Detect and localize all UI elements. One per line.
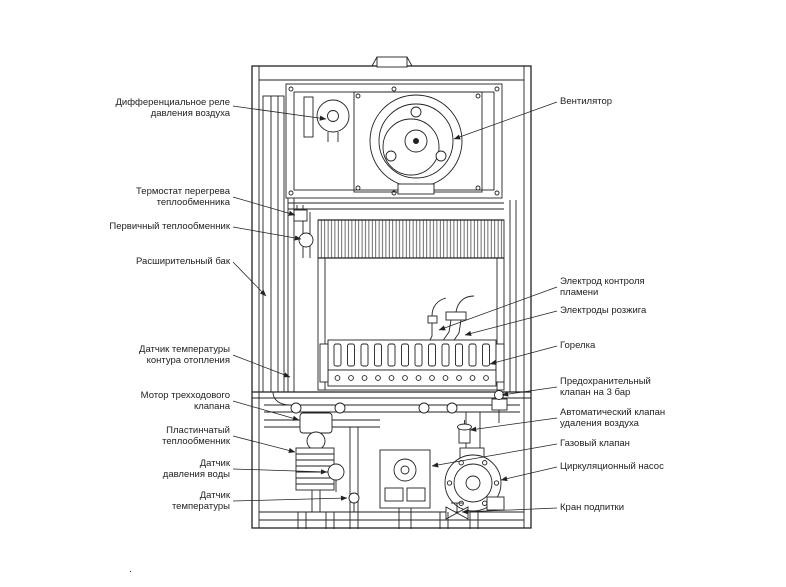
label-primary-heat-exchanger: Первичный теплообменник bbox=[109, 221, 230, 232]
leader-fan bbox=[453, 101, 558, 140]
label-filling-tap: Кран подпитки bbox=[560, 502, 625, 513]
leader-gas-valve bbox=[431, 443, 558, 468]
leader-auto-air-vent bbox=[469, 417, 558, 432]
label-fan: Вентилятор bbox=[560, 96, 613, 107]
label-heating-temp-sensor: Датчик температуры контура отопления bbox=[139, 344, 230, 367]
circulation-pump bbox=[444, 447, 505, 512]
label-air-pressure-relay: Дифференциальное реле давления воздуха bbox=[115, 97, 230, 120]
label-overheat-thermostat: Термостат перегрева теплообменника bbox=[136, 186, 230, 209]
label-flame-electrode: Электрод контроля пламени bbox=[560, 276, 645, 299]
fan bbox=[353, 91, 483, 195]
label-three-way-valve-motor: Мотор трехходового клапана bbox=[140, 390, 230, 413]
auto-air-vent bbox=[457, 420, 472, 444]
temperature-sensor bbox=[348, 492, 360, 512]
leader-ignition-electrodes bbox=[464, 310, 558, 336]
water-pressure-sensor bbox=[327, 463, 345, 492]
leader-water-pressure-sensor bbox=[232, 468, 328, 475]
leader-flame-electrode bbox=[438, 286, 558, 331]
leader-plate-heat-exchanger bbox=[232, 435, 296, 453]
burner bbox=[319, 339, 505, 387]
leader-temperature-sensor bbox=[232, 495, 348, 502]
leader-air-pressure-relay bbox=[232, 105, 327, 121]
leader-primary-heat-exchanger bbox=[232, 226, 302, 241]
gas-valve bbox=[379, 449, 431, 529]
label-circulation-pump: Циркуляционный насос bbox=[560, 461, 664, 472]
label-safety-valve: Предохранительный клапан на 3 бар bbox=[560, 376, 651, 399]
label-ignition-electrodes: Электроды розжига bbox=[560, 305, 647, 316]
leader-expansion-tank bbox=[232, 261, 267, 297]
leader-filling-tap bbox=[461, 507, 558, 515]
leader-heating-temp-sensor bbox=[232, 354, 291, 378]
label-auto-air-vent: Автоматический клапан удаления воздуха bbox=[560, 407, 666, 430]
leader-burner bbox=[489, 345, 558, 365]
label-burner: Горелка bbox=[560, 340, 596, 351]
leader-three-way-valve-motor bbox=[232, 400, 300, 421]
flue-collar bbox=[371, 56, 413, 68]
leader-overheat-thermostat bbox=[232, 196, 296, 216]
caption-mark: . bbox=[129, 564, 132, 575]
label-gas-valve: Газовый клапан bbox=[560, 438, 630, 449]
label-water-pressure-sensor: Датчик давления воды bbox=[162, 458, 230, 481]
leader-safety-valve bbox=[501, 386, 558, 397]
label-temperature-sensor: Датчик температуры bbox=[171, 490, 230, 513]
bottom-connections bbox=[297, 512, 479, 529]
three-way-valve-motor bbox=[299, 412, 333, 451]
label-plate-heat-exchanger: Пластинчатый теплообменник bbox=[162, 425, 230, 448]
air-pressure-switch bbox=[303, 96, 350, 142]
leader-circulation-pump bbox=[500, 466, 558, 482]
label-expansion-tank: Расширительный бак bbox=[136, 256, 230, 267]
leader-lines bbox=[232, 101, 558, 515]
